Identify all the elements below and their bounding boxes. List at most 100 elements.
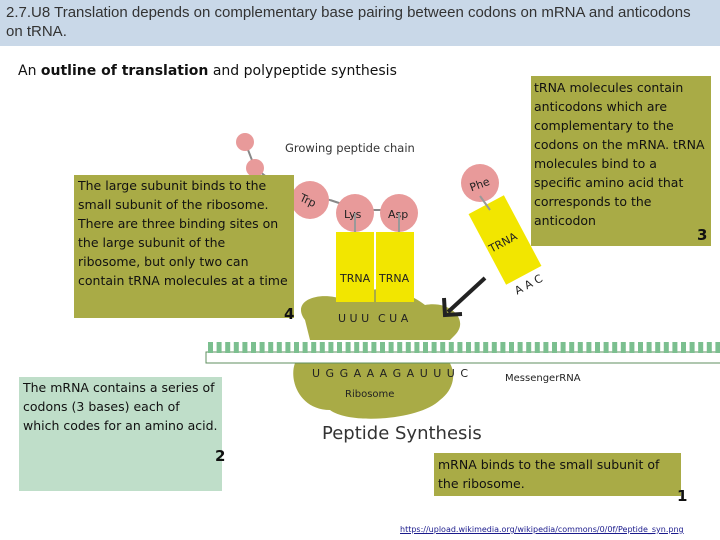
mrna-base-tick — [534, 342, 540, 353]
amino-acid-trp — [291, 181, 329, 219]
mrna-base-tick — [663, 342, 669, 353]
mrna-base-tick — [603, 342, 609, 353]
mrna-base-tick — [328, 342, 334, 353]
step-number-3: 3 — [697, 226, 708, 244]
mrna-base-tick — [345, 342, 351, 353]
mrna-binds-note-text: mRNA binds to the small subunit of the r… — [438, 457, 660, 491]
mrna-base-tick — [698, 342, 704, 353]
mrna-base-tick — [448, 342, 454, 353]
mrna-backbone — [205, 351, 720, 364]
mrna-base-tick — [689, 342, 695, 353]
mrna-base-tick — [337, 342, 342, 353]
mrna-base-tick — [569, 342, 575, 353]
mrna-base-tick — [706, 342, 712, 353]
mrna-base-tick — [251, 342, 256, 353]
mrna-base-tick — [509, 342, 514, 353]
mrna-base-tick — [414, 342, 420, 353]
image-credit-link[interactable]: https://upload.wikimedia.org/wikipedia/c… — [400, 525, 684, 534]
mrna-base-tick — [405, 342, 411, 353]
mrna-base-tick — [517, 342, 523, 353]
peptide-synthesis-title: Peptide Synthesis — [322, 423, 482, 444]
mrna-base-tick — [552, 342, 557, 353]
mrna-base-tick — [380, 342, 385, 353]
mrna-base-tick — [543, 342, 549, 353]
mrna-codons-note-text: The mRNA contains a series of codons (3 … — [23, 380, 218, 433]
mrna-base-tick — [208, 342, 213, 353]
mrna-base-tick — [259, 342, 265, 353]
subtitle-suffix: and polypeptide synthesis — [208, 63, 397, 79]
mrna-base-tick — [319, 342, 325, 353]
mrna-base-tick — [457, 342, 463, 353]
subtitle: An outline of translation and polypeptid… — [18, 63, 397, 79]
mrna-base-tick — [491, 342, 497, 353]
mrna-base-tick — [276, 342, 282, 353]
mrna-base-tick — [440, 342, 446, 353]
large-subunit-note-text: The large subunit binds to the small sub… — [78, 178, 288, 288]
mrna-base-tick — [620, 342, 626, 353]
trna-label-2: TRNA — [378, 272, 410, 285]
mrna-base-tick — [294, 342, 299, 353]
mrna-base-tick — [388, 342, 394, 353]
mrna-base-tick — [612, 342, 618, 353]
mrna-base-tick — [595, 342, 600, 353]
step-number-1: 1 — [677, 487, 688, 505]
mrna-codons-note: The mRNA contains a series of codons (3 … — [19, 377, 222, 491]
amino-acid-label: Lys — [344, 208, 362, 221]
anticodon-1: U U U — [338, 312, 369, 325]
messenger-rna-label: MessengerRNA — [505, 373, 581, 384]
mrna-base-tick — [681, 342, 686, 353]
mrna-base-tick — [646, 342, 652, 353]
step-number-2: 2 — [215, 447, 226, 465]
mrna-base-tick — [500, 342, 506, 353]
mrna-bases — [208, 342, 720, 353]
trna-stem-1 — [336, 232, 374, 302]
mrna-base-tick — [354, 342, 360, 353]
mrna-base-tick — [371, 342, 377, 353]
mrna-base-tick — [302, 342, 308, 353]
trna-stem-2 — [376, 232, 414, 302]
mrna-base-tick — [233, 342, 239, 353]
ribosome-label: Ribosome — [345, 389, 394, 400]
mrna-base-tick — [423, 342, 428, 353]
large-subunit-note: The large subunit binds to the small sub… — [74, 175, 294, 318]
mrna-base-tick — [577, 342, 583, 353]
mrna-base-tick — [431, 342, 437, 353]
mrna-sequence: U G G A A A G A U U U C — [312, 367, 469, 380]
step-number-4: 4 — [284, 305, 295, 323]
trna-note-text: tRNA molecules contain anticodons which … — [534, 80, 705, 228]
mrna-base-tick — [225, 342, 231, 353]
header-bar: 2.7.U8 Translation depends on complement… — [0, 0, 720, 46]
mrna-base-tick — [586, 342, 592, 353]
mrna-base-tick — [285, 342, 291, 353]
mrna-base-tick — [311, 342, 317, 353]
mrna-binds-note: mRNA binds to the small subunit of the r… — [434, 453, 681, 496]
mrna-base-tick — [242, 342, 248, 353]
chain-bead — [236, 133, 254, 151]
mrna-base-tick — [466, 342, 471, 353]
ribosome-small-subunit — [293, 355, 454, 419]
mrna-base-tick — [672, 342, 678, 353]
chain-bead — [246, 159, 264, 177]
mrna-base-tick — [397, 342, 403, 353]
mrna-base-tick — [474, 342, 480, 353]
slide-title: 2.7.U8 Translation depends on complement… — [6, 4, 691, 40]
subtitle-prefix: An — [18, 63, 41, 79]
mrna-base-tick — [483, 342, 489, 353]
trna-note: tRNA molecules contain anticodons which … — [531, 76, 711, 246]
mrna-base-tick — [638, 342, 643, 353]
mrna-base-tick — [715, 342, 720, 353]
mrna-base-tick — [216, 342, 222, 353]
mrna-base-tick — [526, 342, 532, 353]
mrna-base-tick — [268, 342, 274, 353]
mrna-base-tick — [362, 342, 368, 353]
trna-label-1: TRNA — [339, 272, 371, 285]
mrna-base-tick — [655, 342, 661, 353]
mrna-base-tick — [629, 342, 635, 353]
subtitle-bold: outline of translation — [40, 63, 209, 79]
anticodon-2: C U A — [378, 312, 409, 325]
arrow-head — [442, 297, 463, 318]
arrow — [446, 276, 487, 314]
amino-acid-phe — [461, 164, 499, 202]
mrna-base-tick — [560, 342, 566, 353]
